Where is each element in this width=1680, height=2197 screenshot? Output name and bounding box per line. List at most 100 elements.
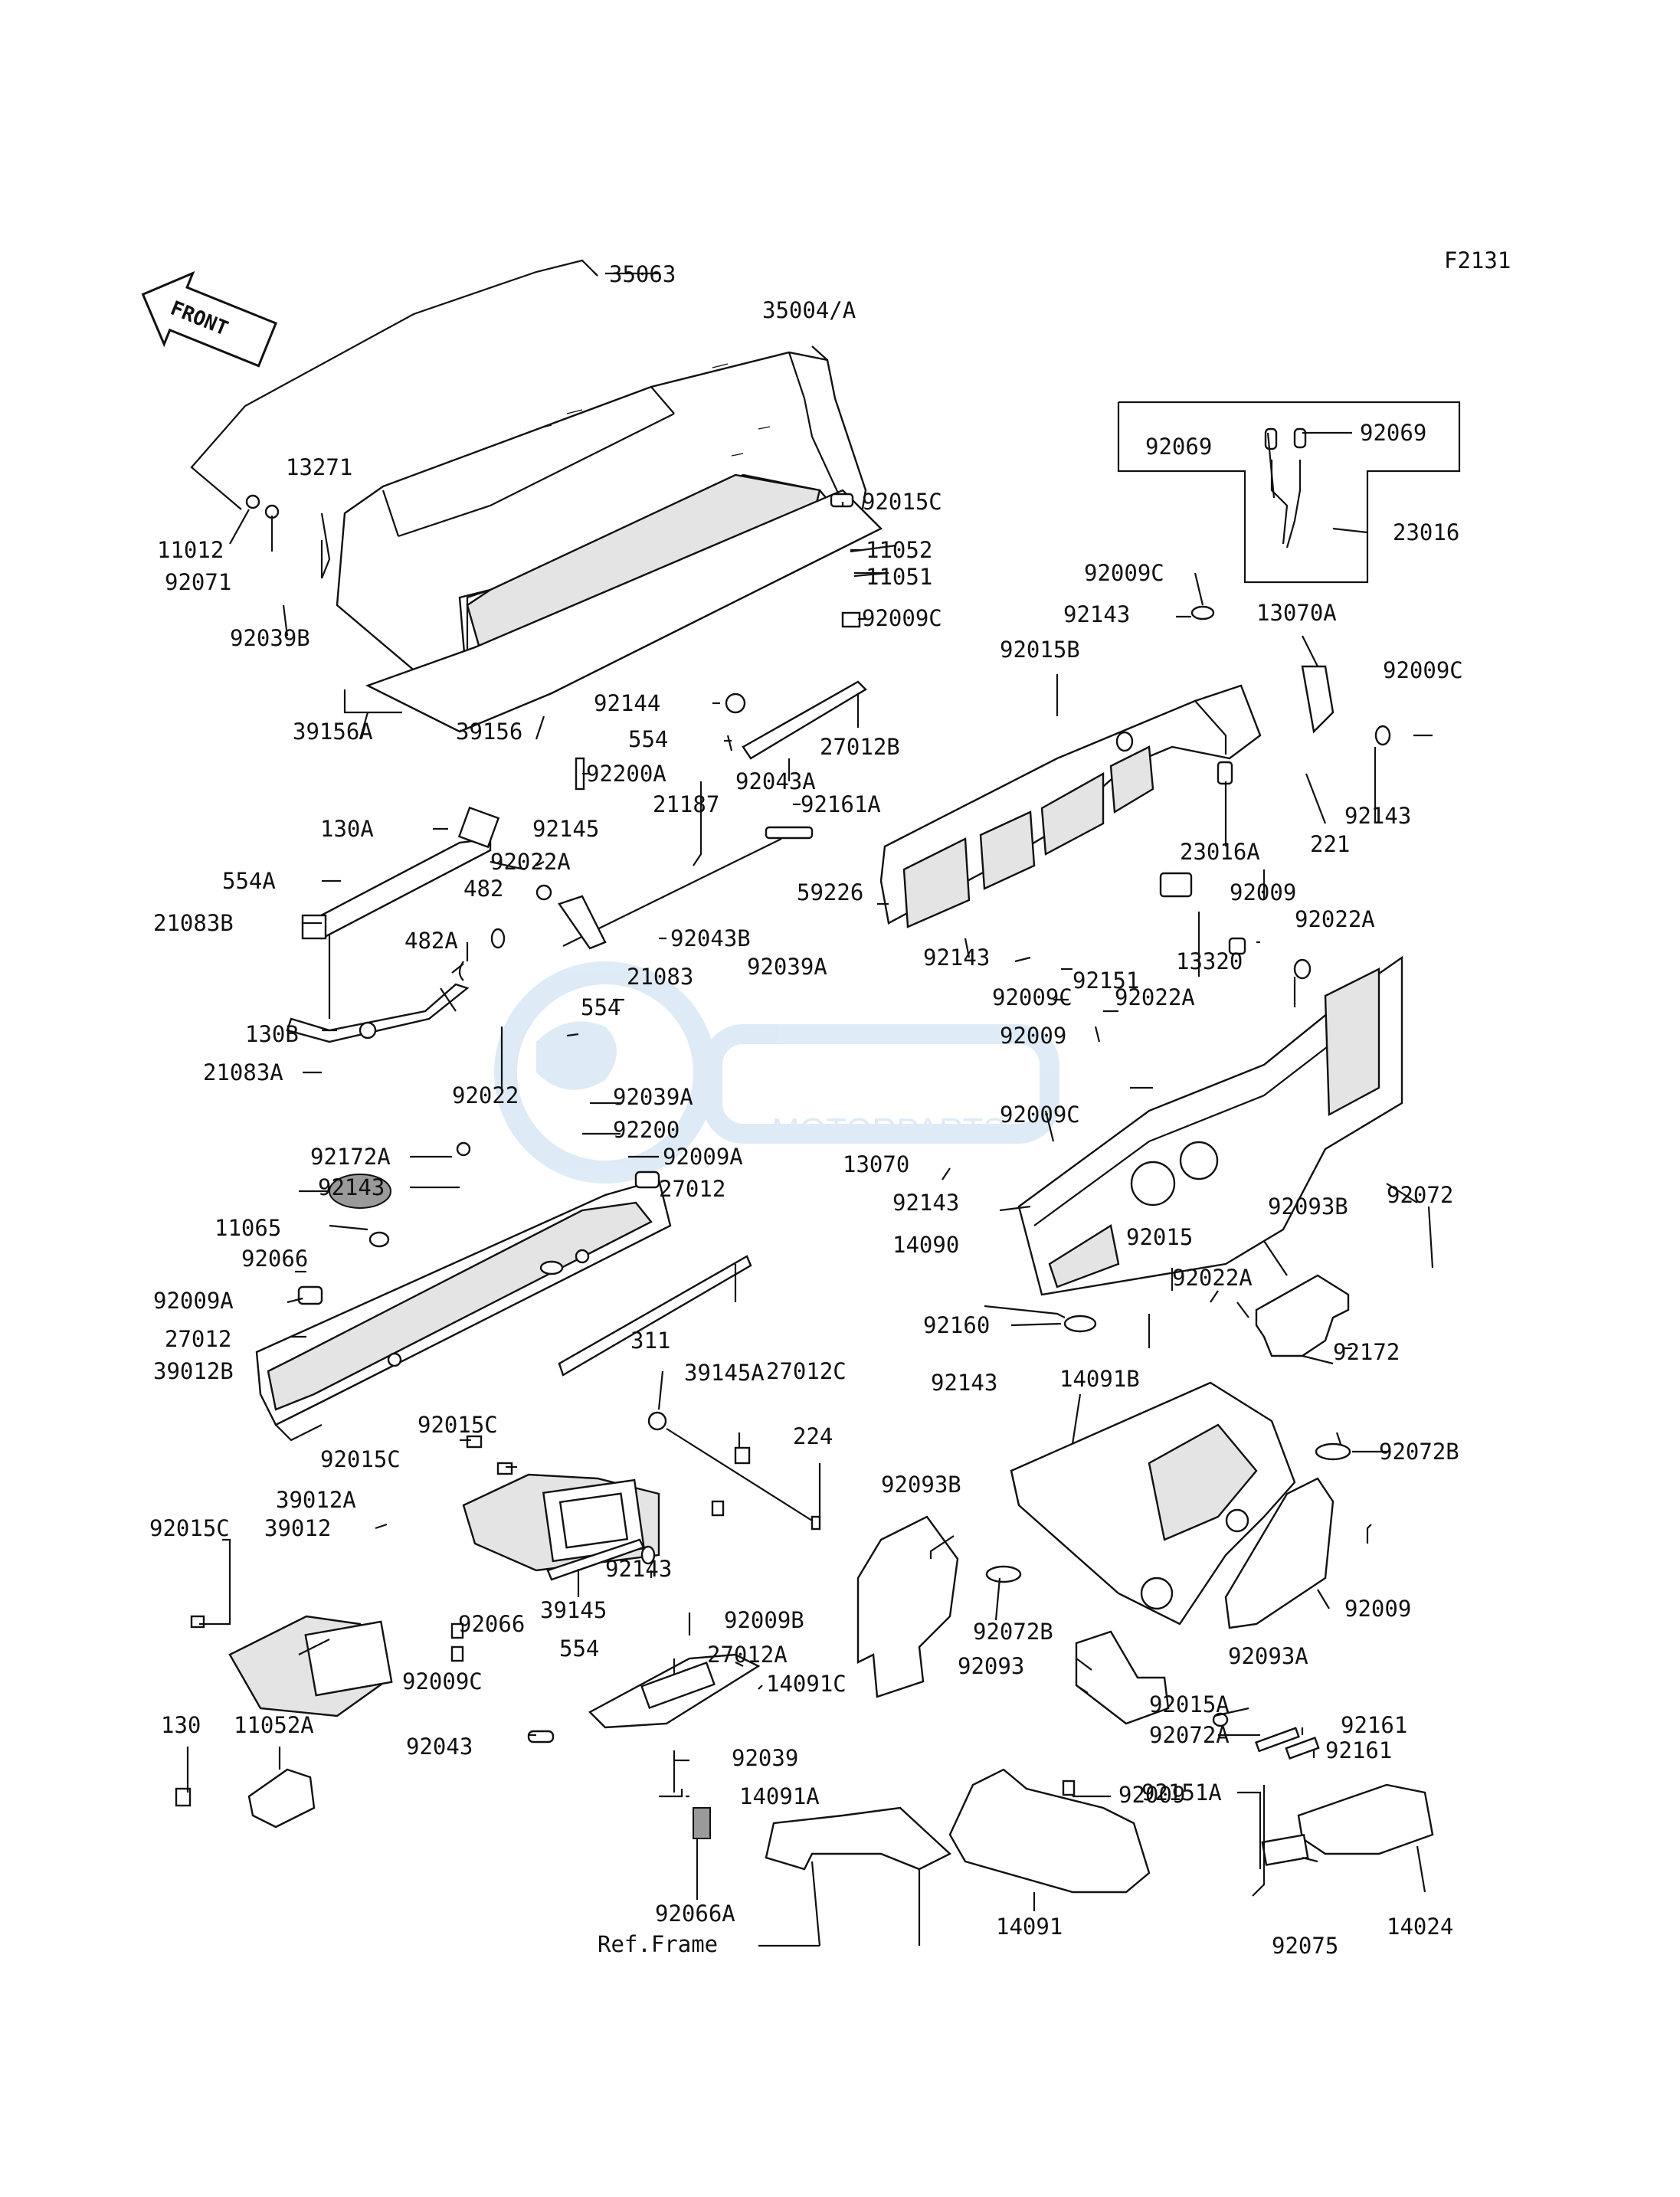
part-label: 39012A [276,1487,356,1513]
part-label: 92009A [663,1144,743,1170]
part-label: 11012 [157,537,224,563]
part-label: 92143 [1063,601,1130,627]
part-label: 92009 [1000,1023,1066,1049]
part-label: 92072 [1387,1182,1453,1208]
cup-holder [462,1473,660,1572]
support-rod [190,259,598,510]
part-label: 13271 [286,454,352,480]
part-label: 92144 [594,690,660,716]
part-label: 27012 [659,1176,725,1202]
part-label: 92043B [670,925,751,951]
part-label: 14091C [766,1671,847,1697]
part-label: 14090 [892,1232,959,1258]
part-label: 92160 [923,1312,990,1338]
storage-tray [255,1141,672,1442]
bed-mat [365,489,883,733]
part-label: 39156A [293,719,373,745]
part-label: 27012C [766,1358,847,1384]
part-label: 11065 [215,1215,281,1241]
part-label: 92009B [724,1607,804,1633]
part-labels: 35063 35004/A 11012 92071 13271 92039B 3… [149,261,1463,1959]
part-label: 21083 [627,964,693,990]
part-label: 13070 [843,1151,909,1177]
part-label: 23016 [1393,519,1459,545]
watermark-text: MOTORPARTS [771,1112,1006,1149]
part-label: 554 [628,726,668,752]
part-label: 92039A [747,954,827,980]
part-label: 92066 [241,1246,308,1272]
part-label: 92093 [958,1653,1024,1679]
part-label: 92172A [310,1144,391,1170]
part-label: 92022A [1115,984,1195,1010]
part-label: 92151 [1073,968,1139,994]
watermark-logo: MOTORPARTS [494,961,1059,1184]
part-label: 39156 [456,719,522,745]
part-label: 92172 [1333,1339,1400,1365]
part-label: 39012 [264,1515,331,1541]
part-label: 92039A [613,1084,693,1110]
part-label: 27012A [707,1642,788,1668]
part-label: 130B [245,1021,299,1047]
part-label: 35004/A [762,297,856,323]
part-label: 92093B [1268,1193,1348,1220]
part-label: 39012B [153,1358,234,1384]
part-label: 311 [630,1328,670,1354]
part-label: 92015C [418,1412,498,1438]
part-label: 92009 [1230,879,1296,905]
part-label: 92143 [931,1370,997,1396]
part-label: 554 [559,1635,599,1662]
part-label: 92143 [605,1556,672,1582]
center-console [1010,1381,1296,1626]
figure-code: F2131 [1444,247,1511,273]
part-label: 221 [1310,831,1350,857]
part-label: 92009C [862,605,942,631]
leader-lines [186,271,1434,1947]
part-label: 554A [222,868,276,894]
part-label: 92015 [1126,1224,1193,1250]
small-tray [527,1653,761,1744]
part-label: 21083B [153,910,234,936]
part-label: 92009A [153,1288,234,1314]
part-label: 92200A [586,761,666,787]
part-label: 92015C [320,1446,401,1472]
part-label: 224 [793,1423,833,1449]
part-label: 92161 [1341,1712,1407,1738]
part-label: 92009C [402,1668,483,1694]
part-label: 92009C [1084,560,1164,586]
part-label: 92043A [735,768,816,794]
part-label: 14091 [996,1914,1063,1940]
harness-inset [1117,401,1461,584]
part-label: 92145 [532,816,599,842]
part-label: 92143 [923,945,990,971]
part-label: 92015C [862,489,942,515]
part-label: 92072B [973,1619,1053,1645]
part-label: 92069 [1360,420,1426,446]
part-label: 92039B [230,625,310,651]
part-label: 92015B [1000,637,1080,663]
part-label: 92071 [165,569,231,595]
part-label: 21187 [653,791,719,817]
part-label: 92043 [406,1734,473,1760]
part-label: 92161 [1325,1737,1392,1763]
part-label: 92066A [655,1901,735,1927]
part-label: Ref.Frame [598,1931,718,1957]
part-label: 92200 [613,1117,680,1143]
part-label: 130 [161,1712,201,1738]
part-label: 92022 [452,1082,519,1108]
part-label: 92093B [881,1472,961,1498]
part-label: 11052 [866,537,932,563]
instrument-panel [879,684,1262,928]
part-label: 27012 [165,1326,231,1352]
part-label: 21083A [203,1059,283,1085]
part-label: 11051 [866,564,932,590]
part-label: 92009 [1118,1782,1185,1808]
lower-dash-panel [1017,955,1403,1296]
part-label: 39145 [540,1597,607,1623]
part-label: 35063 [609,261,676,287]
part-label: 92151A [1141,1780,1222,1806]
part-label: 14091A [739,1783,820,1809]
part-label: 92069 [1145,434,1212,460]
part-label: 92015C [149,1515,230,1541]
part-label: 92093A [1228,1643,1308,1669]
